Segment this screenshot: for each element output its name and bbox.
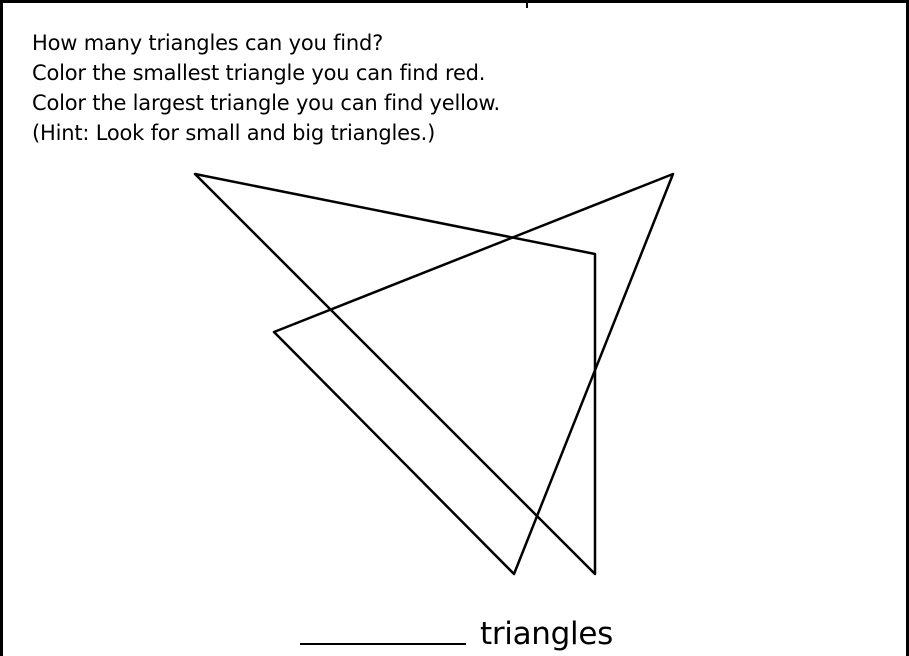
instruction-line: Color the smallest triangle you can find… [32,61,486,85]
instruction-line: Color the largest triangle you can find … [32,91,500,115]
triangle-outline-one [193,172,597,576]
instruction-line: How many triangles can you find? [32,31,384,55]
answer-label: triangles [480,616,613,652]
instructions-list: How many triangles can you find? Color t… [32,28,500,148]
answer-blank-line[interactable] [300,643,466,645]
answer-area: triangles [300,614,613,654]
triangle-outline-two [272,172,675,576]
frame-divider-tick [526,0,528,8]
instruction-line: (Hint: Look for small and big triangles.… [32,121,436,145]
